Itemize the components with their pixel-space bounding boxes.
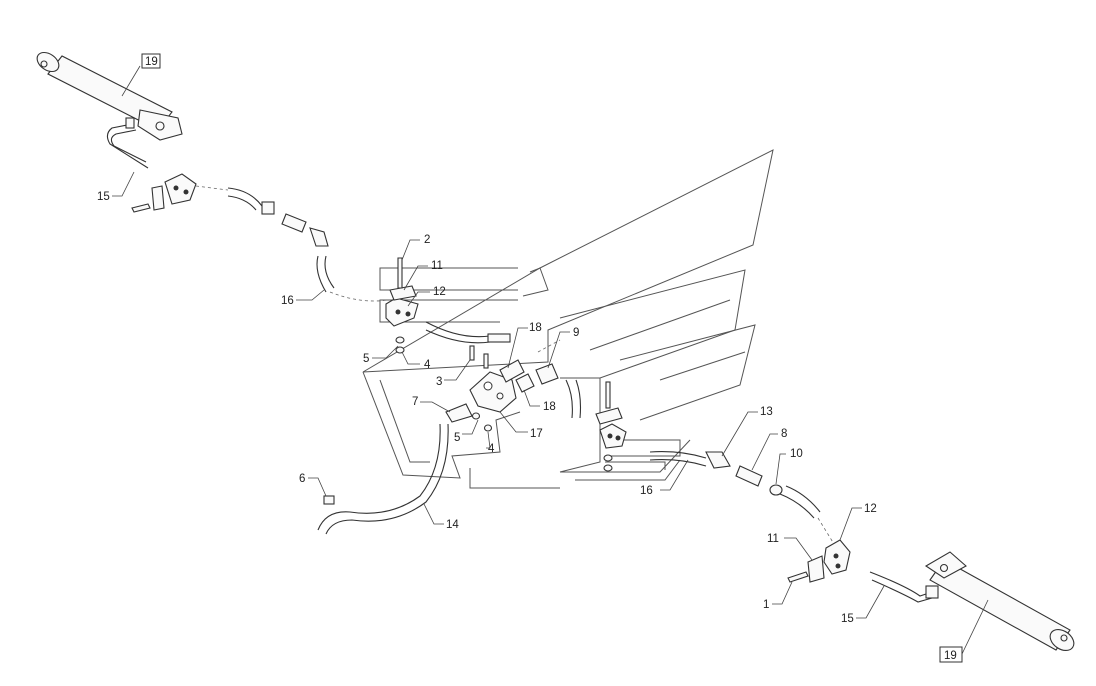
callout-12-right: 12 <box>864 503 877 515</box>
hydraulic-cylinder-left <box>36 51 183 141</box>
hose-16-upper <box>227 187 263 207</box>
hose-14 <box>317 423 441 531</box>
hose-15-right <box>869 571 933 597</box>
fitting-18-lower <box>515 373 535 393</box>
fitting-15-left <box>125 117 135 129</box>
fitting-upper-b <box>281 213 307 233</box>
callout-8: 8 <box>781 428 787 440</box>
hose-16-right <box>649 451 707 459</box>
callout-11-center: 11 <box>431 260 443 272</box>
clamp-block-center <box>385 257 419 354</box>
callout-15-left: 15 <box>97 191 110 203</box>
callout-5-upper: 5 <box>363 353 369 365</box>
clamp-block-left <box>131 173 197 213</box>
callout-18-lower: 18 <box>543 401 556 413</box>
screw-3-a <box>469 345 475 361</box>
callout-14: 14 <box>446 519 459 531</box>
callout-2: 2 <box>424 234 430 246</box>
leader-lines <box>112 65 989 655</box>
callout-12-center: 12 <box>433 286 446 298</box>
clip-6 <box>323 495 335 505</box>
fitting-7 <box>445 403 473 423</box>
fitting-upper-a <box>261 201 275 215</box>
valve-block-17 <box>469 371 517 413</box>
hose-16-drop <box>316 255 327 293</box>
callout-15-right: 15 <box>841 613 854 625</box>
callout-6: 6 <box>299 473 305 485</box>
callout-16-right: 16 <box>640 485 653 497</box>
callout-13: 13 <box>760 406 773 418</box>
callout-18-upper: 18 <box>529 322 542 334</box>
callout-19-bottom: 19 <box>944 650 957 662</box>
hose-15-left-edge <box>110 129 147 163</box>
callout-7: 7 <box>412 396 418 408</box>
callout-4-lower: 4 <box>488 443 495 455</box>
clamp-block-lower-right <box>787 539 851 583</box>
fitting-18-upper <box>499 359 525 383</box>
hose-right-lower <box>785 485 821 513</box>
background-vehicle-outline <box>362 149 774 489</box>
callout-17: 17 <box>530 428 543 440</box>
callout-3: 3 <box>436 376 442 388</box>
fitting-8 <box>735 465 763 487</box>
washer-5 <box>471 412 481 420</box>
fitting-9 <box>535 363 559 385</box>
clamp-block-right <box>595 381 627 472</box>
hydraulic-cylinder-right <box>924 551 1075 652</box>
elbow-upper <box>309 227 329 247</box>
hose-15-left <box>106 123 149 169</box>
screw-3-b <box>483 353 489 369</box>
elbow-13 <box>705 451 731 469</box>
callout-16-left: 16 <box>281 295 294 307</box>
callout-10: 10 <box>790 448 803 460</box>
callout-box-19-top <box>141 53 161 69</box>
hose-right-short <box>565 379 573 419</box>
callout-4-upper: 4 <box>424 359 431 371</box>
callout-labels: 19 15 16 2 11 12 5 4 3 18 9 18 7 17 5 4 … <box>97 53 963 663</box>
fitting-center <box>487 333 511 343</box>
callout-1: 1 <box>763 599 769 611</box>
hose-center <box>425 321 491 338</box>
callout-19-top: 19 <box>145 56 158 68</box>
callout-11-right: 11 <box>767 533 779 545</box>
callout-box-19-bottom <box>939 646 963 663</box>
callout-5-lower: 5 <box>454 432 460 444</box>
nut-10 <box>769 484 783 496</box>
callout-9: 9 <box>573 327 579 339</box>
washer-4 <box>483 424 493 432</box>
